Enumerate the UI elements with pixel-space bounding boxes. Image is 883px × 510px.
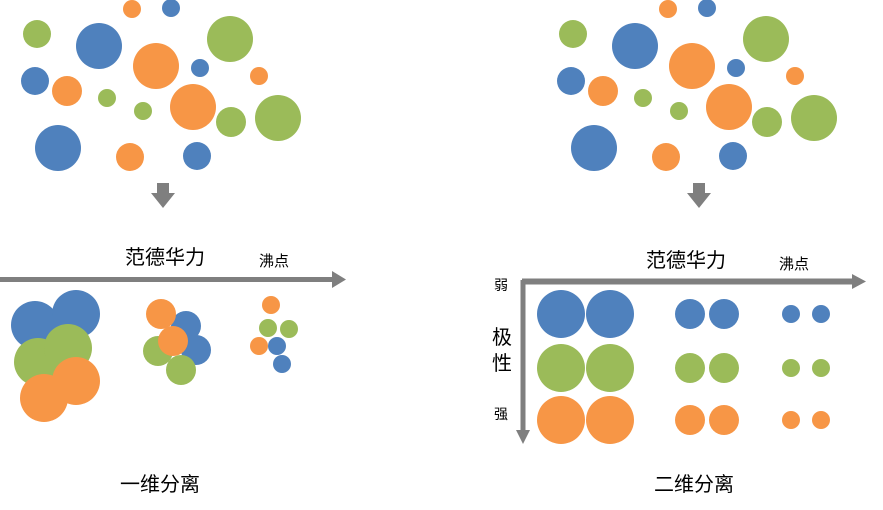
- mixture-blue-molecule: [183, 142, 211, 170]
- mixture-blue-molecule: [571, 125, 617, 171]
- right-x-axis-arrow: [522, 274, 866, 289]
- text-layer: 范德华力 沸点 一维分离 范德华力 沸点 弱 极 性 强 二维分离: [120, 245, 809, 496]
- two-dim-blue-molecule: [812, 305, 830, 323]
- mixture-orange-molecule: [669, 43, 715, 89]
- two-dim-green-molecule: [675, 353, 705, 383]
- mixture-blue-molecule: [76, 23, 122, 69]
- mixture-green-molecule: [752, 107, 782, 137]
- left-caption: 一维分离: [120, 472, 200, 496]
- mixture-orange-molecule: [123, 0, 141, 18]
- left-axis-title: 范德华力: [125, 245, 205, 269]
- right-y-axis-title-line2: 性: [492, 351, 512, 375]
- mixture-blue-molecule: [162, 0, 180, 17]
- two-dim-green-molecule: [586, 344, 634, 392]
- mixture-orange-molecule: [133, 43, 179, 89]
- mixture-orange-molecule: [659, 0, 677, 18]
- one-dim-orange-molecule: [52, 357, 100, 405]
- mixture-orange-molecule: [52, 76, 82, 106]
- one-dim-blue-molecule: [273, 355, 291, 373]
- one-dim-orange-molecule: [250, 337, 268, 355]
- mixture-orange-molecule: [652, 143, 680, 171]
- one-dim-orange-molecule: [158, 326, 188, 356]
- mixture-green-molecule: [216, 107, 246, 137]
- mixture-green-molecule: [634, 89, 652, 107]
- right-y-axis-arrow: [516, 280, 530, 444]
- right-y-axis-bottom-label: 强: [494, 407, 508, 423]
- two-dim-orange-molecule: [709, 405, 739, 435]
- two-dim-blue-molecule: [709, 299, 739, 329]
- one-dim-green-molecule: [280, 320, 298, 338]
- two-dim-green-molecule: [782, 359, 800, 377]
- two-dim-green-molecule: [709, 353, 739, 383]
- down-arrow-icon: [151, 183, 175, 208]
- mixture-blue-molecule: [35, 125, 81, 171]
- mixture-orange-molecule: [116, 143, 144, 171]
- two-dim-green-molecule: [812, 359, 830, 377]
- right-y-axis-title-line1: 极: [492, 325, 512, 349]
- mixture-orange-molecule: [588, 76, 618, 106]
- one-dim-orange-molecule: [262, 296, 280, 314]
- two-dim-green-molecule: [537, 344, 585, 392]
- down-arrow-icon: [687, 183, 711, 208]
- mixture-green-molecule: [670, 102, 688, 120]
- one-dim-green-molecule: [166, 355, 196, 385]
- two-dim-blue-molecule: [675, 299, 705, 329]
- mixture-blue-molecule: [21, 67, 49, 95]
- mixture-green-molecule: [559, 20, 587, 48]
- one-dim-orange-molecule: [146, 299, 176, 329]
- right-axis-title: 范德华力: [646, 248, 726, 272]
- two-dim-orange-molecule: [812, 411, 830, 429]
- mixture-green-molecule: [23, 20, 51, 48]
- left-x-axis-arrow: [0, 271, 346, 288]
- mixture-green-molecule: [791, 95, 837, 141]
- one-dim-green-molecule: [259, 319, 277, 337]
- shapes-layer: [0, 0, 866, 444]
- mixture-orange-molecule: [786, 67, 804, 85]
- mixture-blue-molecule: [191, 59, 209, 77]
- one-dim-blue-molecule: [268, 337, 286, 355]
- mixture-green-molecule: [207, 16, 253, 62]
- mixture-green-molecule: [98, 89, 116, 107]
- mixture-orange-molecule: [170, 84, 216, 130]
- mixture-green-molecule: [743, 16, 789, 62]
- left-axis-end-label: 沸点: [259, 252, 289, 270]
- two-dim-orange-molecule: [537, 396, 585, 444]
- two-dim-orange-molecule: [675, 405, 705, 435]
- mixture-blue-molecule: [719, 142, 747, 170]
- right-caption: 二维分离: [654, 472, 734, 496]
- mixture-blue-molecule: [727, 59, 745, 77]
- two-dim-blue-molecule: [537, 290, 585, 338]
- mixture-green-molecule: [255, 95, 301, 141]
- mixture-green-molecule: [134, 102, 152, 120]
- mixture-orange-molecule: [706, 84, 752, 130]
- mixture-blue-molecule: [557, 67, 585, 95]
- right-y-axis-top-label: 弱: [494, 278, 508, 294]
- two-dim-blue-molecule: [782, 305, 800, 323]
- two-dim-blue-molecule: [586, 290, 634, 338]
- right-axis-end-label: 沸点: [779, 255, 809, 273]
- mixture-blue-molecule: [698, 0, 716, 17]
- mixture-orange-molecule: [250, 67, 268, 85]
- two-dim-orange-molecule: [586, 396, 634, 444]
- two-dim-orange-molecule: [782, 411, 800, 429]
- mixture-blue-molecule: [612, 23, 658, 69]
